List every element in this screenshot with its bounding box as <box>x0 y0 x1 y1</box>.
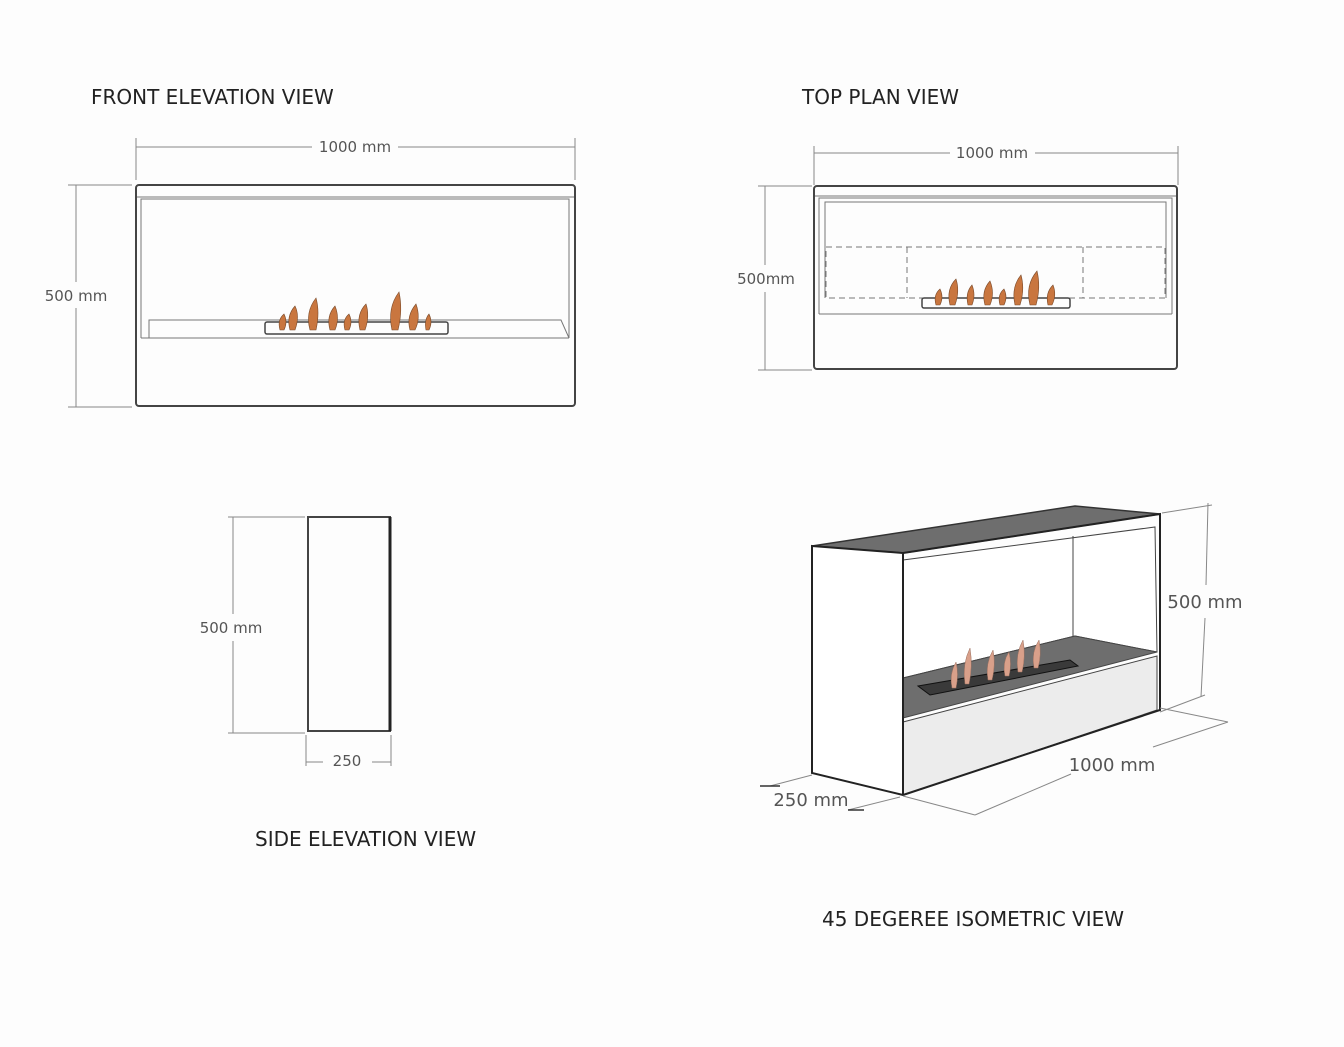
front-fireplace-outline <box>135 184 576 407</box>
iso-width-label: 1000 mm <box>1069 755 1156 776</box>
front-height-dimension: 500 mm <box>45 184 132 408</box>
top-burner-flames <box>934 270 1056 306</box>
front-elevation-view: FRONT ELEVATION VIEW 1000 mm 500 mm <box>45 85 576 408</box>
side-fireplace-outline <box>307 516 391 732</box>
top-depth-dimension: 500mm <box>737 185 812 371</box>
side-depth-label: 250 <box>333 752 362 770</box>
iso-depth-dimension: 250 mm <box>760 774 901 811</box>
side-elevation-view: 500 mm 250 SIDE ELEVATION VIEW <box>200 516 476 851</box>
iso-burner-flames <box>950 639 1041 689</box>
front-width-label: 1000 mm <box>319 138 391 156</box>
top-width-dimension: 1000 mm <box>813 144 1179 185</box>
side-view-title: SIDE ELEVATION VIEW <box>255 827 476 851</box>
iso-fireplace <box>811 505 1161 797</box>
side-height-label: 500 mm <box>200 619 263 637</box>
iso-view-title: 45 DEGEREE ISOMETRIC VIEW <box>822 907 1124 931</box>
top-plan-view: TOP PLAN VIEW 1000 mm 500mm <box>737 85 1179 371</box>
side-height-dimension: 500 mm <box>200 516 305 734</box>
front-width-dimension: 1000 mm <box>135 138 576 180</box>
top-view-title: TOP PLAN VIEW <box>801 85 959 109</box>
isometric-view: 500 mm 1000 mm 250 mm 45 DEGEREE ISOMETR… <box>760 502 1243 931</box>
top-fireplace-outline <box>813 185 1178 370</box>
iso-width-dimension: 1000 mm <box>902 707 1229 816</box>
iso-height-dimension: 500 mm <box>1159 502 1243 713</box>
side-depth-dimension: 250 <box>305 735 392 770</box>
top-depth-label: 500mm <box>737 270 795 288</box>
iso-depth-label: 250 mm <box>773 790 848 811</box>
front-burner-flames <box>278 291 432 331</box>
iso-height-label: 500 mm <box>1167 592 1242 613</box>
front-height-label: 500 mm <box>45 287 108 305</box>
front-view-title: FRONT ELEVATION VIEW <box>91 85 334 109</box>
top-width-label: 1000 mm <box>956 144 1028 162</box>
